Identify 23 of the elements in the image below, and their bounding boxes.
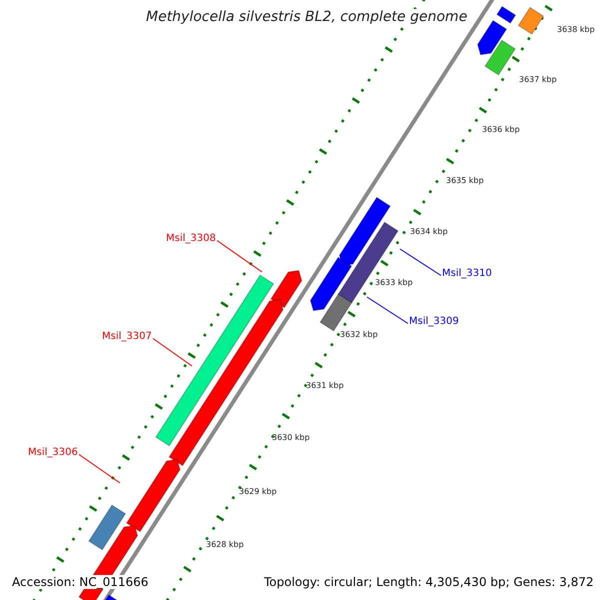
info-text: Accession: NC_011666 xyxy=(10,575,150,589)
scale-label: 3632 kbp xyxy=(340,330,378,339)
leader-line xyxy=(216,240,262,272)
scale-label: 3630 kbp xyxy=(272,433,310,442)
gene-label: Msil_3310 xyxy=(442,268,492,279)
gene-label: Msil_3309 xyxy=(409,316,459,327)
scale-label: 3637 kbp xyxy=(519,75,557,84)
leader-line xyxy=(152,338,192,366)
gene-label: Msil_3307 xyxy=(102,331,152,342)
scale-label: 3631 kbp xyxy=(306,381,344,390)
leader-line xyxy=(400,248,442,276)
title: Methylocella silvestris BL2, complete genome xyxy=(146,9,468,25)
scale-label: 3629 kbp xyxy=(239,487,277,496)
scale-label: 3638 kbp xyxy=(557,25,595,34)
gene-label: Msil_3308 xyxy=(166,233,216,244)
leader-line xyxy=(78,454,120,484)
scale-label: 3634 kbp xyxy=(410,227,448,236)
gene-label: Msil_3306 xyxy=(28,447,78,458)
scale-label: 3635 kbp xyxy=(446,176,484,185)
scale-label: 3628 kbp xyxy=(206,540,244,549)
scale-label: 3633 kbp xyxy=(375,278,413,287)
leader-line xyxy=(366,296,408,324)
scale-label: 3636 kbp xyxy=(482,125,520,134)
